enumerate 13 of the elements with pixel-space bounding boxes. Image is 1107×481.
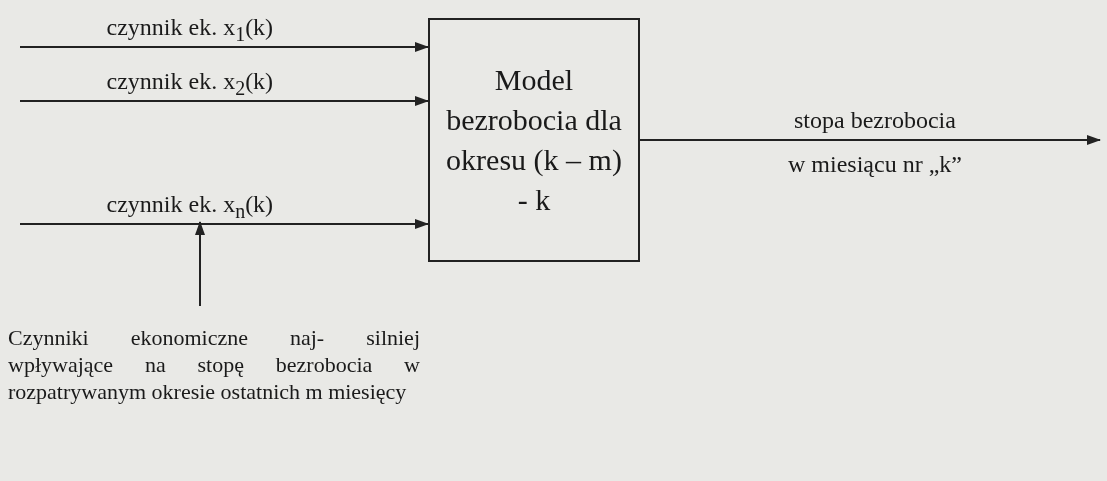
- box-label: Model bezrobocia dla okresu (k – m) - k: [445, 62, 623, 218]
- edge-label: czynnik ek. x$_{n}$(k): [106, 190, 274, 224]
- edge-label: czynnik ek. x$_{2}$(k): [106, 67, 274, 101]
- arrow: [19, 219, 429, 229]
- output-label: w miesiącu nr „k”: [788, 150, 962, 178]
- arrow: [639, 135, 1101, 145]
- arrow: [19, 96, 429, 106]
- edge-label: stopa bezrobocia: [794, 106, 956, 134]
- leader-arrow: [195, 221, 205, 307]
- model-box: [428, 18, 640, 262]
- arrow: [19, 42, 429, 52]
- edge-label: czynnik ek. x$_{1}$(k): [106, 13, 274, 47]
- note-text: Czynniki ekonomiczne naj- silniej wpływające na stopę bezrobocia w rozpatrywanym okresie ostatnich m miesięcy: [8, 324, 420, 405]
